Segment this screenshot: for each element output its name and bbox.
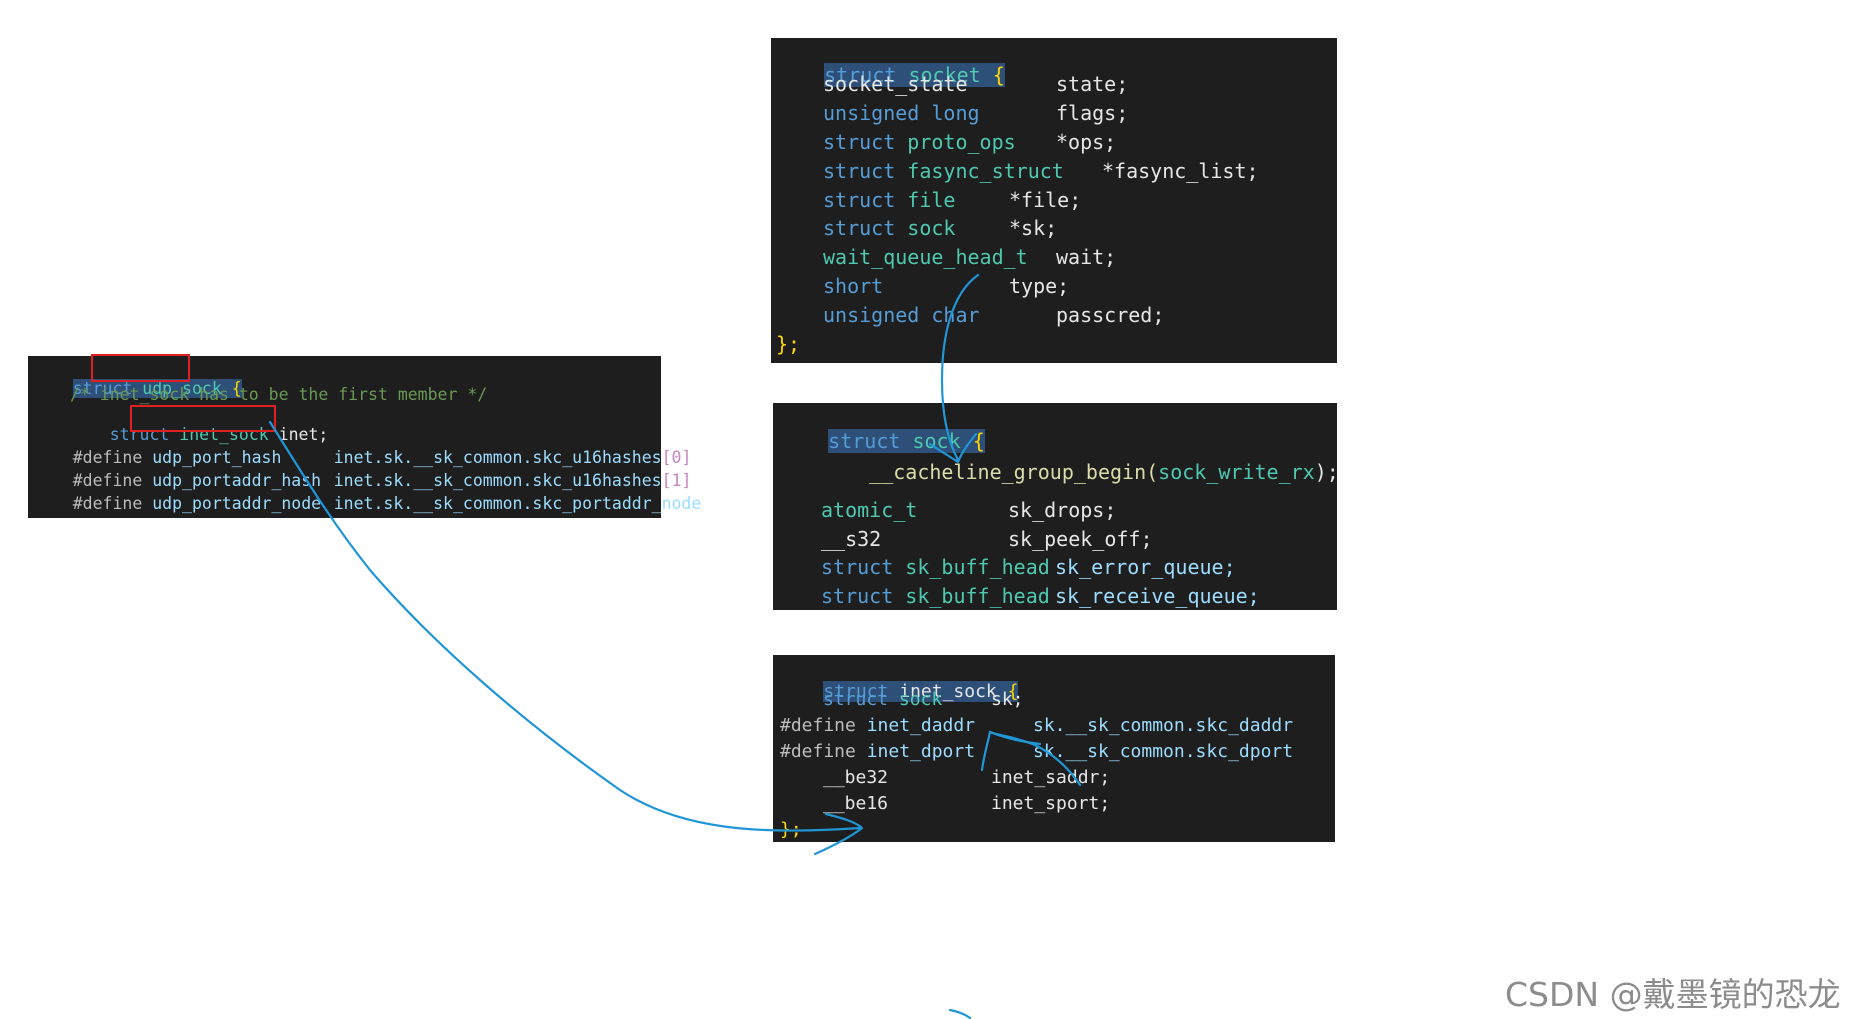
inet-sock-panel: struct inet_sock { struct sock sk; #defi… (773, 655, 1335, 842)
inet-sock-define-2: #define inet_dport (780, 741, 976, 762)
socket-field-name-5: *file; (1009, 188, 1082, 212)
inet-sock-field-name-1: sk; (991, 689, 1024, 710)
sock-field-type-4: struct sk_buff_head (821, 584, 1050, 608)
arrowhead-sock (928, 432, 978, 464)
socket-field-name-4: *fasync_list; (1102, 159, 1259, 183)
inet-sock-field-name-3: inet_sport; (991, 793, 1111, 814)
socket-panel: struct socket { socket_state state; unsi… (771, 38, 1337, 363)
sock-field-name-1: sk_drops; (1008, 498, 1117, 522)
socket-field-name-1: state; (1056, 72, 1129, 96)
inet-member-highlight (130, 405, 276, 432)
udp-sock-line-5-value: inet.sk.__sk_common.skc_u16hashes[1] (333, 470, 692, 490)
sock-cacheline-group: __cacheline_group_begin(sock_write_rx); (869, 460, 1339, 484)
udp-sock-line-4-value: inet.sk.__sk_common.skc_u16hashes[0] (333, 447, 692, 467)
sock-line-1: struct sock { (828, 429, 985, 453)
socket-field-name-3: *ops; (1056, 130, 1117, 154)
arrowhead-sock-bottom (980, 730, 1042, 772)
socket-field-name-8: type; (1009, 274, 1070, 298)
inet-sock-line-1: struct inet_sock { (823, 681, 1019, 702)
inet-sock-define-1: #define inet_daddr (780, 715, 976, 736)
socket-field-type-9: unsigned char (823, 303, 980, 327)
socket-line-1: struct socket { (824, 63, 1005, 87)
sock-field-name-2: sk_peek_off; (1008, 527, 1153, 551)
arrow-socket-sk-to-sock (940, 273, 980, 462)
inet-sock-field-type-1: struct sock (823, 689, 943, 710)
socket-field-name-2: flags; (1056, 101, 1129, 125)
inet-sock-field-name-2: inet_saddr; (991, 767, 1111, 788)
socket-field-type-6: struct sock (823, 216, 956, 240)
inet-sock-field-type-3: __be16 (823, 793, 889, 814)
sock-field-type-2: __s32 (821, 527, 882, 551)
socket-field-type-4: struct fasync_struct (823, 159, 1064, 183)
socket-closing-brace: }; (776, 332, 801, 356)
arrow-inet-tail (948, 1008, 972, 1019)
udp-sock-panel: struct udp_sock { /* inet_sock has to be… (28, 356, 701, 518)
udp-sock-line-6-value: inet.sk.__sk_common.skc_portaddr_node (333, 493, 702, 513)
udp-sock-line-1: struct udp_sock { (72, 378, 242, 398)
socket-field-name-9: passcred; (1056, 303, 1165, 327)
arrow-inet-sk-to-sock (988, 730, 1082, 787)
csdn-watermark: CSDN @戴墨镜的恐龙 (1505, 975, 1841, 1014)
socket-field-name-6: *sk; (1009, 216, 1058, 240)
inet-sock-define-2-value: sk.__sk_common.skc_dport (1033, 741, 1294, 762)
udp-sock-line-3: struct inet_sock inet; (109, 424, 329, 444)
arrowhead-inet-sock (813, 812, 864, 856)
sock-field-type-1: atomic_t (821, 498, 918, 522)
udp-sock-comment: /* inet_sock has to be the first member … (70, 385, 488, 404)
socket-field-type-7: wait_queue_head_t (823, 245, 1028, 269)
inet-sock-define-1-value: sk.__sk_common.skc_daddr (1033, 715, 1294, 736)
udp-sock-name-highlight (91, 354, 190, 382)
socket-field-type-1: socket_state (823, 72, 968, 96)
udp-sock-line-6: #define udp_portaddr_node (72, 493, 322, 513)
sock-field-name-4: sk_receive_queue; (1055, 584, 1260, 608)
socket-field-type-8: short (823, 274, 884, 298)
inet-sock-field-type-2: __be32 (823, 767, 889, 788)
arrow-udp-to-inet-sock (268, 420, 862, 832)
socket-field-name-7: wait; (1056, 245, 1117, 269)
sock-panel: struct sock { __cacheline_group_begin(so… (773, 403, 1339, 610)
udp-sock-line-4: #define udp_port_hash (72, 447, 282, 467)
sock-field-type-3: struct sk_buff_head (821, 555, 1050, 579)
sock-field-name-3: sk_error_queue; (1055, 555, 1236, 579)
socket-field-type-3: struct proto_ops (823, 130, 1016, 154)
socket-field-type-2: unsigned long (823, 101, 980, 125)
socket-field-type-5: struct file (823, 188, 956, 212)
udp-sock-line-5: #define udp_portaddr_hash (72, 470, 322, 490)
